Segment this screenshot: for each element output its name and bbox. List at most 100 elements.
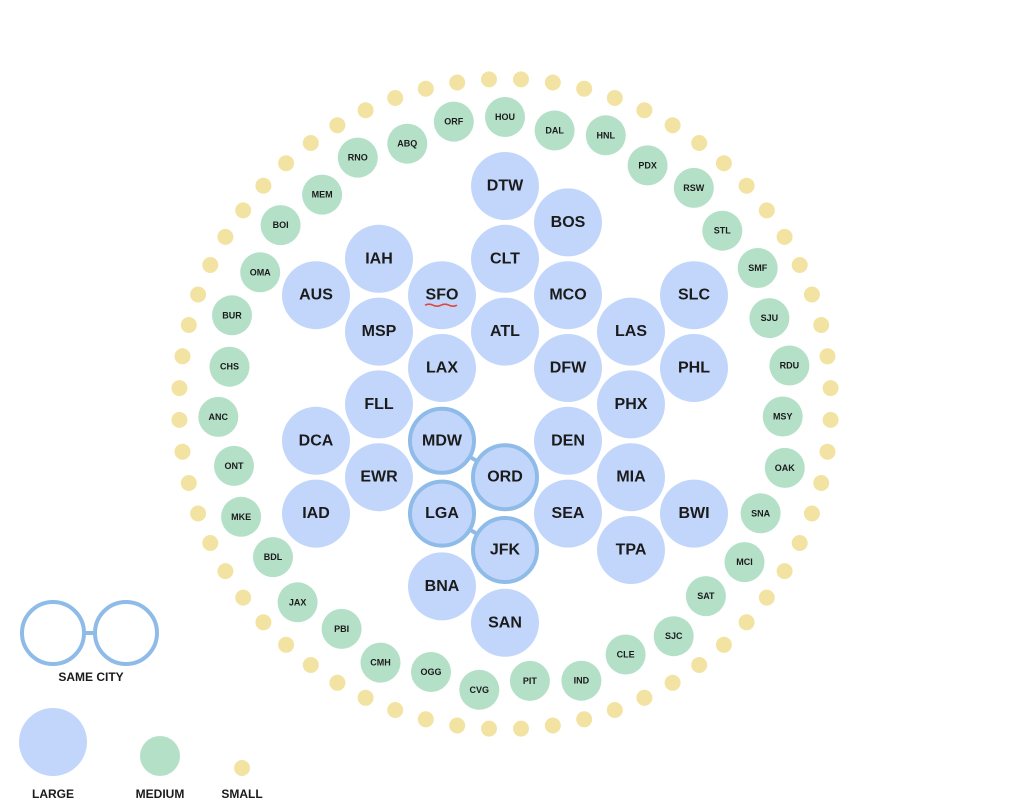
medium-airport-chs: CHS (209, 346, 250, 387)
large-airport-circle (471, 152, 539, 220)
medium-airport-stl: STL (702, 210, 743, 251)
medium-airport-rdu: RDU (769, 345, 810, 386)
large-airport-phl: PHL (660, 334, 728, 402)
small-airport-dot (302, 135, 319, 151)
legend-large-circle (19, 708, 87, 776)
large-airport-lax: LAX (408, 334, 476, 402)
legend-small-circle (234, 760, 250, 776)
small-airport-dot (636, 689, 653, 706)
large-airport-dfw: DFW (534, 334, 602, 402)
medium-airport-label: PIT (523, 676, 538, 686)
medium-airport-circle (749, 298, 790, 339)
medium-airport-circle (673, 167, 714, 208)
medium-airport-circle (387, 123, 428, 164)
large-airport-label: DEN (551, 432, 585, 449)
medium-airport-label: PDX (638, 160, 657, 170)
small-airport-dot (481, 71, 497, 88)
medium-airport-label: ABQ (397, 139, 417, 149)
medium-airport-label: ANC (209, 412, 229, 422)
small-airport-dot (174, 348, 191, 365)
medium-airport-label: SNA (751, 508, 771, 518)
small-airport-dot (606, 702, 623, 718)
large-airport-circle (534, 188, 602, 257)
small-airport-dot (202, 535, 219, 551)
large-airport-mco: MCO (534, 261, 602, 330)
medium-airport-circle (212, 295, 252, 336)
spellcheck-underline (424, 303, 458, 307)
medium-airport-circle (740, 493, 781, 534)
large-airport-circle (660, 261, 728, 330)
medium-airport-circle (605, 634, 646, 675)
medium-airport-oma: OMA (240, 252, 281, 293)
large-airport-mdw: MDW (408, 406, 476, 475)
large-airport-label: LAX (426, 360, 458, 377)
medium-airport-circle (214, 445, 254, 486)
large-airport-circle (471, 224, 539, 293)
medium-airport-oak: OAK (764, 447, 805, 488)
medium-airport-label: CLE (617, 650, 635, 660)
large-airport-label: LGA (425, 505, 459, 522)
medium-airport-circle (737, 248, 778, 288)
small-airport-dot (819, 443, 836, 460)
medium-airport-label: ONT (225, 461, 245, 471)
medium-airport-label: CMH (370, 658, 391, 668)
large-airport-label: ORD (487, 469, 523, 486)
small-airport-dot (449, 74, 466, 91)
large-airport-label: PHL (678, 360, 710, 377)
medium-airport-label: BUR (222, 310, 242, 320)
medium-airport-dal: DAL (534, 110, 575, 151)
large-airport-label: SAN (488, 614, 522, 631)
legend-same-city-label: SAME CITY (58, 670, 123, 684)
large-airport-iah: IAH (345, 224, 413, 293)
large-airport-ewr: EWR (345, 443, 413, 512)
large-airport-label: LAS (615, 323, 647, 340)
medium-airport-mem: MEM (302, 174, 343, 215)
large-airport-circle (282, 406, 350, 475)
large-airport-label: MCO (549, 287, 586, 304)
small-airport-dot (481, 720, 497, 737)
medium-airport-circle (764, 447, 805, 488)
large-airport-label: TPA (616, 542, 647, 559)
small-airport-dot (544, 74, 561, 91)
large-airport-label: CLT (490, 250, 520, 267)
medium-airport-hou: HOU (485, 97, 525, 137)
small-airport-dot (171, 380, 188, 397)
large-airport-iad: IAD (282, 479, 350, 548)
small-airport-dot (715, 636, 732, 653)
medium-airport-mke: MKE (221, 496, 262, 537)
large-airport-ord: ORD (471, 443, 539, 512)
large-airport-tpa: TPA (597, 516, 665, 584)
medium-airport-label: BDL (264, 552, 283, 562)
medium-airport-pit: PIT (509, 660, 550, 701)
large-airport-atl: ATL (471, 297, 539, 366)
large-airport-circle (408, 334, 476, 402)
large-airport-san: SAN (471, 588, 539, 657)
large-airport-label: PHX (615, 396, 648, 413)
large-airport-circle (471, 443, 539, 512)
medium-airport-sju: SJU (749, 298, 790, 339)
medium-airport-circle (585, 115, 626, 156)
small-airport-dot (235, 202, 252, 219)
medium-airport-circle (360, 642, 401, 683)
medium-airport-label: SJC (665, 631, 683, 641)
large-airport-msp: MSP (345, 297, 413, 366)
medium-airport-circle (509, 660, 550, 701)
medium-airport-label: JAX (289, 597, 307, 607)
small-airport-dot (822, 380, 839, 397)
large-airport-label: SLC (678, 287, 710, 304)
medium-airport-ont: ONT (214, 445, 254, 486)
medium-airport-circle (724, 542, 765, 583)
medium-airport-label: STL (714, 226, 732, 236)
large-airport-label: SFO (426, 287, 459, 304)
large-airport-sfo: SFO (408, 261, 476, 330)
large-airport-lga: LGA (408, 479, 476, 548)
medium-airport-label: RNO (348, 153, 368, 163)
medium-airport-circle (627, 145, 668, 186)
medium-airport-label: SMF (748, 263, 768, 273)
small-airport-dot (217, 563, 234, 580)
medium-airport-label: IND (574, 676, 590, 686)
large-airport-circle (345, 370, 413, 439)
medium-airport-circle (485, 97, 525, 137)
